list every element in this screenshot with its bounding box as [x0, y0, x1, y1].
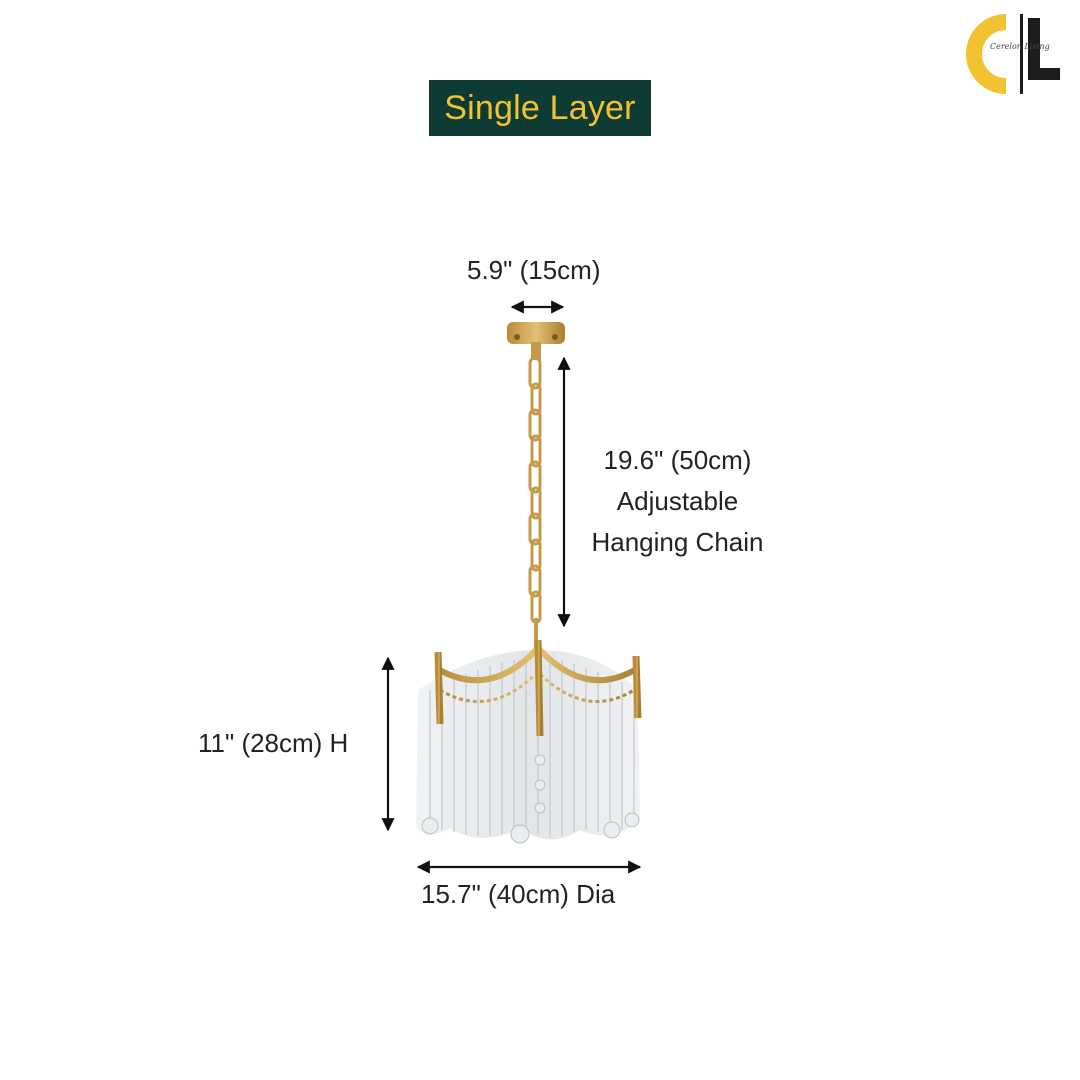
- chain-adjustable-text: Adjustable: [616, 486, 739, 516]
- chain-hanging-text: Hanging Chain: [591, 527, 764, 557]
- title-badge: Single Layer: [429, 80, 651, 136]
- page-title: Single Layer: [444, 88, 636, 127]
- ceiling-canopy: [507, 322, 565, 360]
- chain-length-label: 19.6" (50cm) Adjustable Hanging Chain: [575, 440, 780, 563]
- height-label: 11" (28cm) H: [198, 728, 349, 758]
- hanging-chain: [528, 356, 542, 650]
- crystal-rod-shade: [416, 650, 640, 844]
- brand-logo-icon: [966, 14, 1060, 94]
- brand-logo-text: Cerelon Living: [990, 42, 1050, 51]
- diameter-label: 15.7" (40cm) Dia: [421, 879, 616, 909]
- canopy-width-label: 5.9" (15cm): [467, 255, 601, 285]
- dimension-arrows: [381, 300, 642, 874]
- gold-frame: [434, 639, 642, 737]
- chain-length-value: 19.6" (50cm): [603, 445, 752, 475]
